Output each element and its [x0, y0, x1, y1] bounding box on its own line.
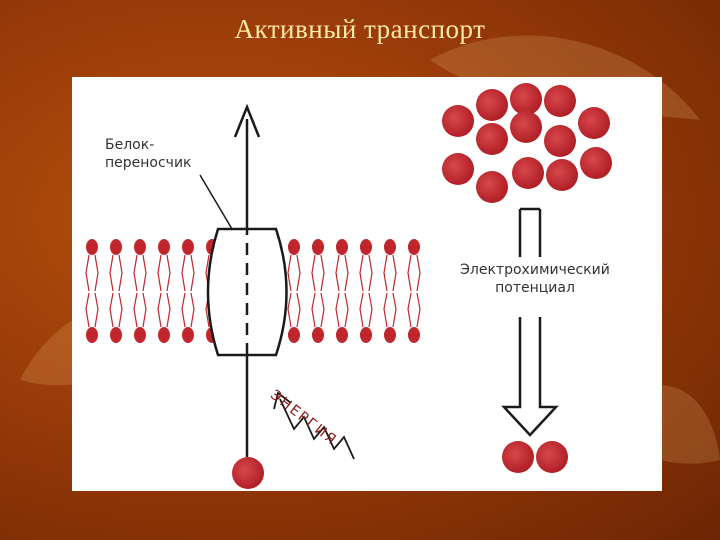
lipid-tail — [407, 292, 412, 328]
energy-arrow-head — [273, 391, 292, 410]
lipid-head — [288, 327, 300, 343]
lipid-head — [360, 327, 372, 343]
lipid-tail — [320, 254, 325, 292]
lipid-tail — [359, 292, 364, 328]
lipid-head — [384, 327, 396, 343]
lipid-head — [182, 327, 194, 343]
particle-high-concentration — [476, 171, 508, 203]
particle-high-concentration — [544, 85, 576, 117]
electrochemical-potential-label: Электрохимический потенциал — [440, 261, 630, 297]
carrier-label-line1: Белок- — [105, 137, 155, 153]
particle-high-concentration — [580, 147, 612, 179]
particle-high-concentration — [442, 153, 474, 185]
lipid-head — [134, 239, 146, 255]
lipid-head — [312, 239, 324, 255]
lipid-head — [158, 327, 170, 343]
lipid-tail — [368, 254, 373, 292]
lipid-tail — [296, 254, 301, 292]
lipid-tail — [368, 292, 373, 328]
lipid-head — [134, 327, 146, 343]
lipid-tail — [311, 254, 316, 292]
lipid-head — [158, 239, 170, 255]
lipid-tail — [166, 254, 171, 292]
lipid-tail — [383, 292, 388, 328]
lipid-tail — [359, 254, 364, 292]
lipid-head — [408, 327, 420, 343]
lipid-tail — [166, 292, 171, 328]
lipid-tail — [181, 254, 186, 292]
lipid-tail — [181, 292, 186, 328]
lipid-tail — [407, 254, 412, 292]
lipid-tail — [133, 254, 138, 292]
lipid-head — [312, 327, 324, 343]
lipid-tail — [335, 254, 340, 292]
particle-high-concentration — [510, 111, 542, 143]
lipid-tail — [142, 254, 147, 292]
active-transport-diagram — [85, 83, 612, 489]
energy-arrow — [279, 398, 355, 460]
potential-arrow-upper-shaft — [518, 207, 542, 257]
particle-high-concentration — [512, 157, 544, 189]
lipid-tail — [320, 292, 325, 328]
particle-low-concentration — [536, 441, 568, 473]
lipid-tail — [296, 292, 301, 328]
particle-high-concentration — [546, 159, 578, 191]
lipid-tail — [133, 292, 138, 328]
lipid-tail — [109, 292, 114, 328]
lipid-tail — [287, 254, 292, 292]
lipid-head — [110, 239, 122, 255]
lipid-tail — [416, 292, 421, 328]
lipid-tail — [190, 254, 195, 292]
lipid-tail — [85, 292, 90, 328]
particle-high-concentration — [442, 105, 474, 137]
particle-high-concentration — [476, 123, 508, 155]
lipid-tail — [157, 292, 162, 328]
particle-high-concentration — [544, 125, 576, 157]
lipid-tail — [392, 292, 397, 328]
lipid-tail — [311, 292, 316, 328]
potential-arrow-lower — [501, 317, 559, 437]
lipid-tail — [142, 292, 147, 328]
lipid-tail — [392, 254, 397, 292]
lipid-head — [110, 327, 122, 343]
carrier-pointer-line — [199, 174, 233, 230]
lipid-tail — [335, 292, 340, 328]
potential-label-line2: потенциал — [495, 280, 575, 296]
carrier-label-line2: переносчик — [105, 155, 192, 171]
lipid-tail — [344, 292, 349, 328]
lipid-head — [86, 327, 98, 343]
lipid-head — [408, 239, 420, 255]
lipid-bilayer — [85, 239, 421, 343]
diagram-panel: Белок- переносчик Электрохимический поте… — [72, 77, 662, 491]
lipid-tail — [118, 292, 123, 328]
slide-title: Активный транспорт — [234, 14, 486, 44]
lipid-head — [288, 239, 300, 255]
transported-particle — [232, 457, 264, 489]
transport-arrow-head — [233, 103, 261, 138]
lipid-tail — [118, 254, 123, 292]
carrier-protein-label: Белок- переносчик — [105, 136, 225, 172]
lipid-tail — [94, 292, 99, 328]
lipid-tail — [109, 254, 114, 292]
lipid-head — [360, 239, 372, 255]
lipid-head — [86, 239, 98, 255]
lipid-tail — [85, 254, 90, 292]
particle-high-concentration — [510, 83, 542, 115]
lipid-tail — [287, 292, 292, 328]
particle-cluster-high-concentration — [442, 83, 612, 203]
lipid-tail — [157, 254, 162, 292]
lipid-head — [384, 239, 396, 255]
lipid-tail — [190, 292, 195, 328]
lipid-tail — [416, 254, 421, 292]
particle-high-concentration — [578, 107, 610, 139]
lipid-head — [336, 239, 348, 255]
lipid-tail — [94, 254, 99, 292]
lipid-head — [182, 239, 194, 255]
lipid-tail — [344, 254, 349, 292]
potential-label-line1: Электрохимический — [460, 262, 610, 278]
lipid-head — [336, 327, 348, 343]
lipid-tail — [383, 254, 388, 292]
particle-low-concentration — [502, 441, 534, 473]
particle-high-concentration — [476, 89, 508, 121]
